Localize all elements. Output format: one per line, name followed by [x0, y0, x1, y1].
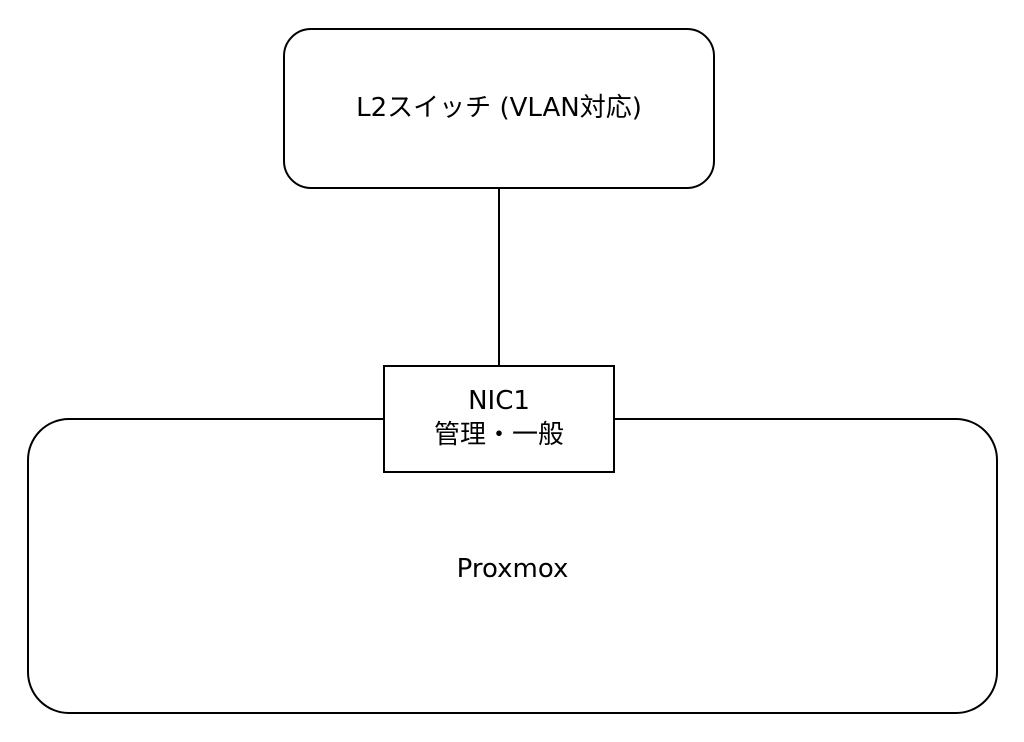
nic1-role-label: 管理・一般: [433, 420, 564, 450]
switch-to-nic-connector: [498, 189, 500, 365]
nic1-name-label: NIC1: [468, 386, 530, 417]
l2-switch-label: L2スイッチ (VLAN対応): [356, 92, 642, 123]
nic1-node: NIC1 管理・一般: [383, 365, 615, 473]
l2-switch-node: L2スイッチ (VLAN対応): [283, 28, 715, 189]
proxmox-label: Proxmox: [456, 554, 569, 585]
